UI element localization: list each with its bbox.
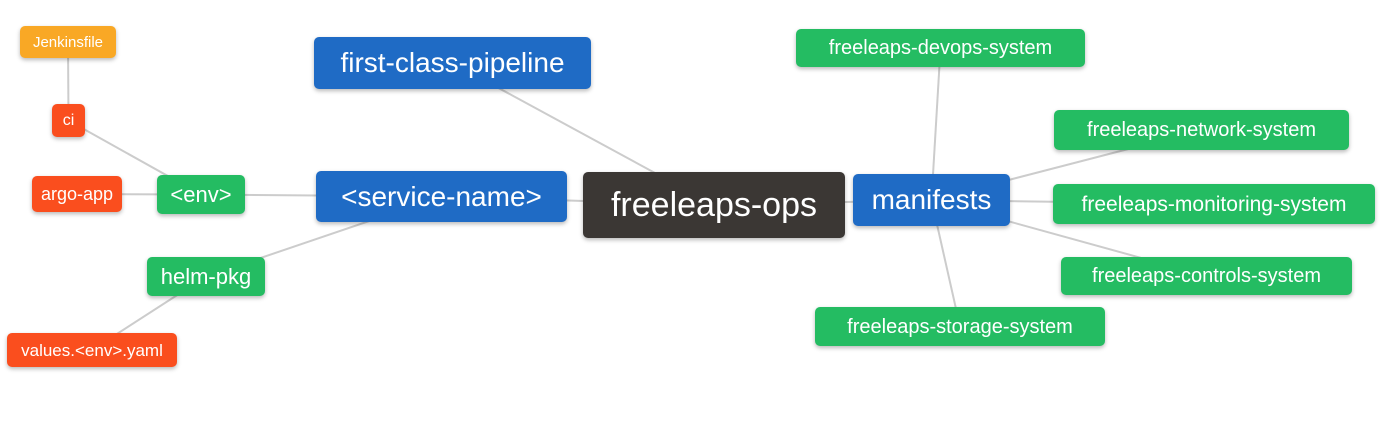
node-manifests[interactable]: manifests [853, 174, 1010, 226]
node-freeleaps-controls-system-label: freeleaps-controls-system [1092, 265, 1321, 287]
node-argo-app[interactable]: argo-app [32, 176, 122, 212]
node-first-class-pipeline-label: first-class-pipeline [340, 47, 565, 78]
node-env[interactable]: <env> [157, 175, 245, 214]
node-freeleaps-monitoring-system[interactable]: freeleaps-monitoring-system [1053, 184, 1375, 224]
node-freeleaps-storage-system[interactable]: freeleaps-storage-system [815, 307, 1105, 346]
node-jenkinsfile[interactable]: Jenkinsfile [20, 26, 116, 58]
node-service-name[interactable]: <service-name> [316, 171, 567, 222]
node-manifests-label: manifests [871, 184, 992, 215]
node-ci-label: ci [62, 111, 75, 129]
node-freeleaps-controls-system[interactable]: freeleaps-controls-system [1061, 257, 1352, 295]
node-freeleaps-monitoring-system-label: freeleaps-monitoring-system [1081, 192, 1347, 216]
node-freeleaps-devops-system-label: freeleaps-devops-system [828, 37, 1053, 59]
node-values-env-yaml-label: values.<env>.yaml [21, 340, 163, 360]
node-freeleaps-network-system-label: freeleaps-network-system [1087, 119, 1316, 141]
node-first-class-pipeline[interactable]: first-class-pipeline [314, 37, 591, 89]
node-ci[interactable]: ci [52, 104, 85, 137]
node-freeleaps-ops-label: freeleaps-ops [610, 186, 817, 224]
node-helm-pkg[interactable]: helm-pkg [147, 257, 265, 296]
node-env-label: <env> [170, 181, 232, 207]
node-freeleaps-ops-root[interactable]: freeleaps-ops [583, 172, 845, 238]
node-helm-pkg-label: helm-pkg [160, 263, 252, 289]
node-values-env-yaml[interactable]: values.<env>.yaml [7, 333, 177, 367]
node-jenkinsfile-label: Jenkinsfile [32, 33, 104, 51]
node-argo-app-label: argo-app [40, 184, 114, 204]
node-freeleaps-storage-system-label: freeleaps-storage-system [847, 315, 1073, 338]
node-freeleaps-devops-system[interactable]: freeleaps-devops-system [796, 29, 1085, 67]
node-service-name-label: <service-name> [341, 180, 542, 212]
node-freeleaps-network-system[interactable]: freeleaps-network-system [1054, 110, 1349, 150]
